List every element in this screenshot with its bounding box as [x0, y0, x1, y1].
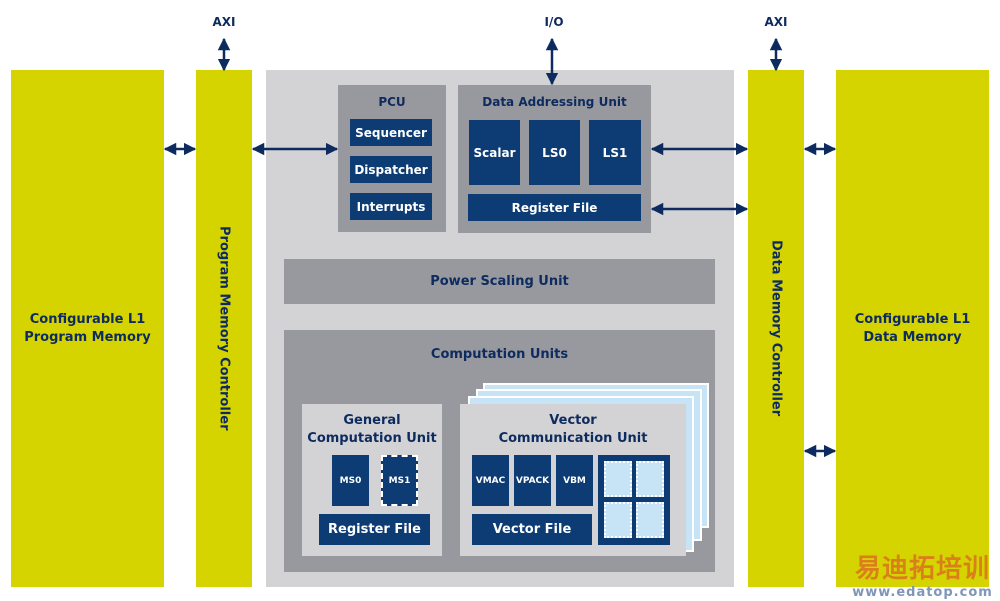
vector-tile: [636, 461, 664, 497]
gcu-title-line1: General: [343, 413, 401, 428]
data-memory-title-line2: Data Memory: [863, 329, 962, 345]
power-scaling-unit-block[interactable]: Power Scaling Unit: [284, 259, 715, 304]
axi-left-label: AXI: [212, 15, 236, 29]
data-memory-block[interactable]: Configurable L1 Data Memory: [836, 70, 989, 587]
io-label: I/O: [544, 15, 564, 29]
data-memory-controller-block[interactable]: Data Memory Controller: [748, 70, 804, 587]
dau-register-file[interactable]: Register File: [468, 194, 641, 221]
data-memory-controller-label: Data Memory Controller: [768, 240, 784, 417]
vcu-vbm[interactable]: VBM: [556, 455, 593, 506]
pcu-interrupts[interactable]: Interrupts: [350, 193, 432, 220]
watermark-url: www.edatop.com: [852, 585, 993, 600]
pcu-dispatcher[interactable]: Dispatcher: [350, 156, 432, 183]
dau-scalar[interactable]: Scalar: [469, 120, 520, 185]
vector-tile: [636, 502, 664, 538]
vcu-vpack[interactable]: VPACK: [514, 455, 551, 506]
dau-title: Data Addressing Unit: [482, 95, 627, 109]
pcu-sequencer[interactable]: Sequencer: [350, 119, 432, 146]
computation-units-title: Computation Units: [430, 347, 569, 362]
vector-tile: [604, 502, 632, 538]
vector-tile-array[interactable]: [598, 455, 670, 545]
program-memory-controller-label: Program Memory Controller: [216, 226, 232, 431]
gcu-register-file[interactable]: Register File: [319, 514, 430, 545]
vector-tile: [604, 461, 632, 497]
program-memory-title-line1: Configurable L1: [29, 311, 146, 327]
gcu-ms0[interactable]: MS0: [332, 455, 369, 506]
data-memory-title-line1: Configurable L1: [854, 311, 971, 327]
dau-ls0[interactable]: LS0: [529, 120, 580, 185]
program-memory-controller-block[interactable]: Program Memory Controller: [196, 70, 252, 587]
pcu-title: PCU: [378, 95, 406, 109]
power-scaling-unit-label: Power Scaling Unit: [430, 273, 569, 289]
gcu-ms1[interactable]: MS1: [381, 455, 418, 506]
axi-right-label: AXI: [764, 15, 788, 29]
watermark-chinese: 易迪拓培训: [854, 554, 990, 584]
watermark: 易迪拓培训 www.edatop.com: [845, 548, 1000, 600]
vcu-vmac[interactable]: VMAC: [472, 455, 509, 506]
vcu-title-line1: Vector: [549, 413, 597, 428]
vcu-vector-file[interactable]: Vector File: [472, 514, 592, 545]
program-memory-block[interactable]: Configurable L1 Program Memory: [11, 70, 164, 587]
dau-ls1[interactable]: LS1: [589, 120, 641, 185]
vcu-title-line2: Communication Unit: [498, 431, 648, 446]
program-memory-title-line2: Program Memory: [24, 329, 151, 345]
gcu-title-line2: Computation Unit: [307, 431, 437, 446]
